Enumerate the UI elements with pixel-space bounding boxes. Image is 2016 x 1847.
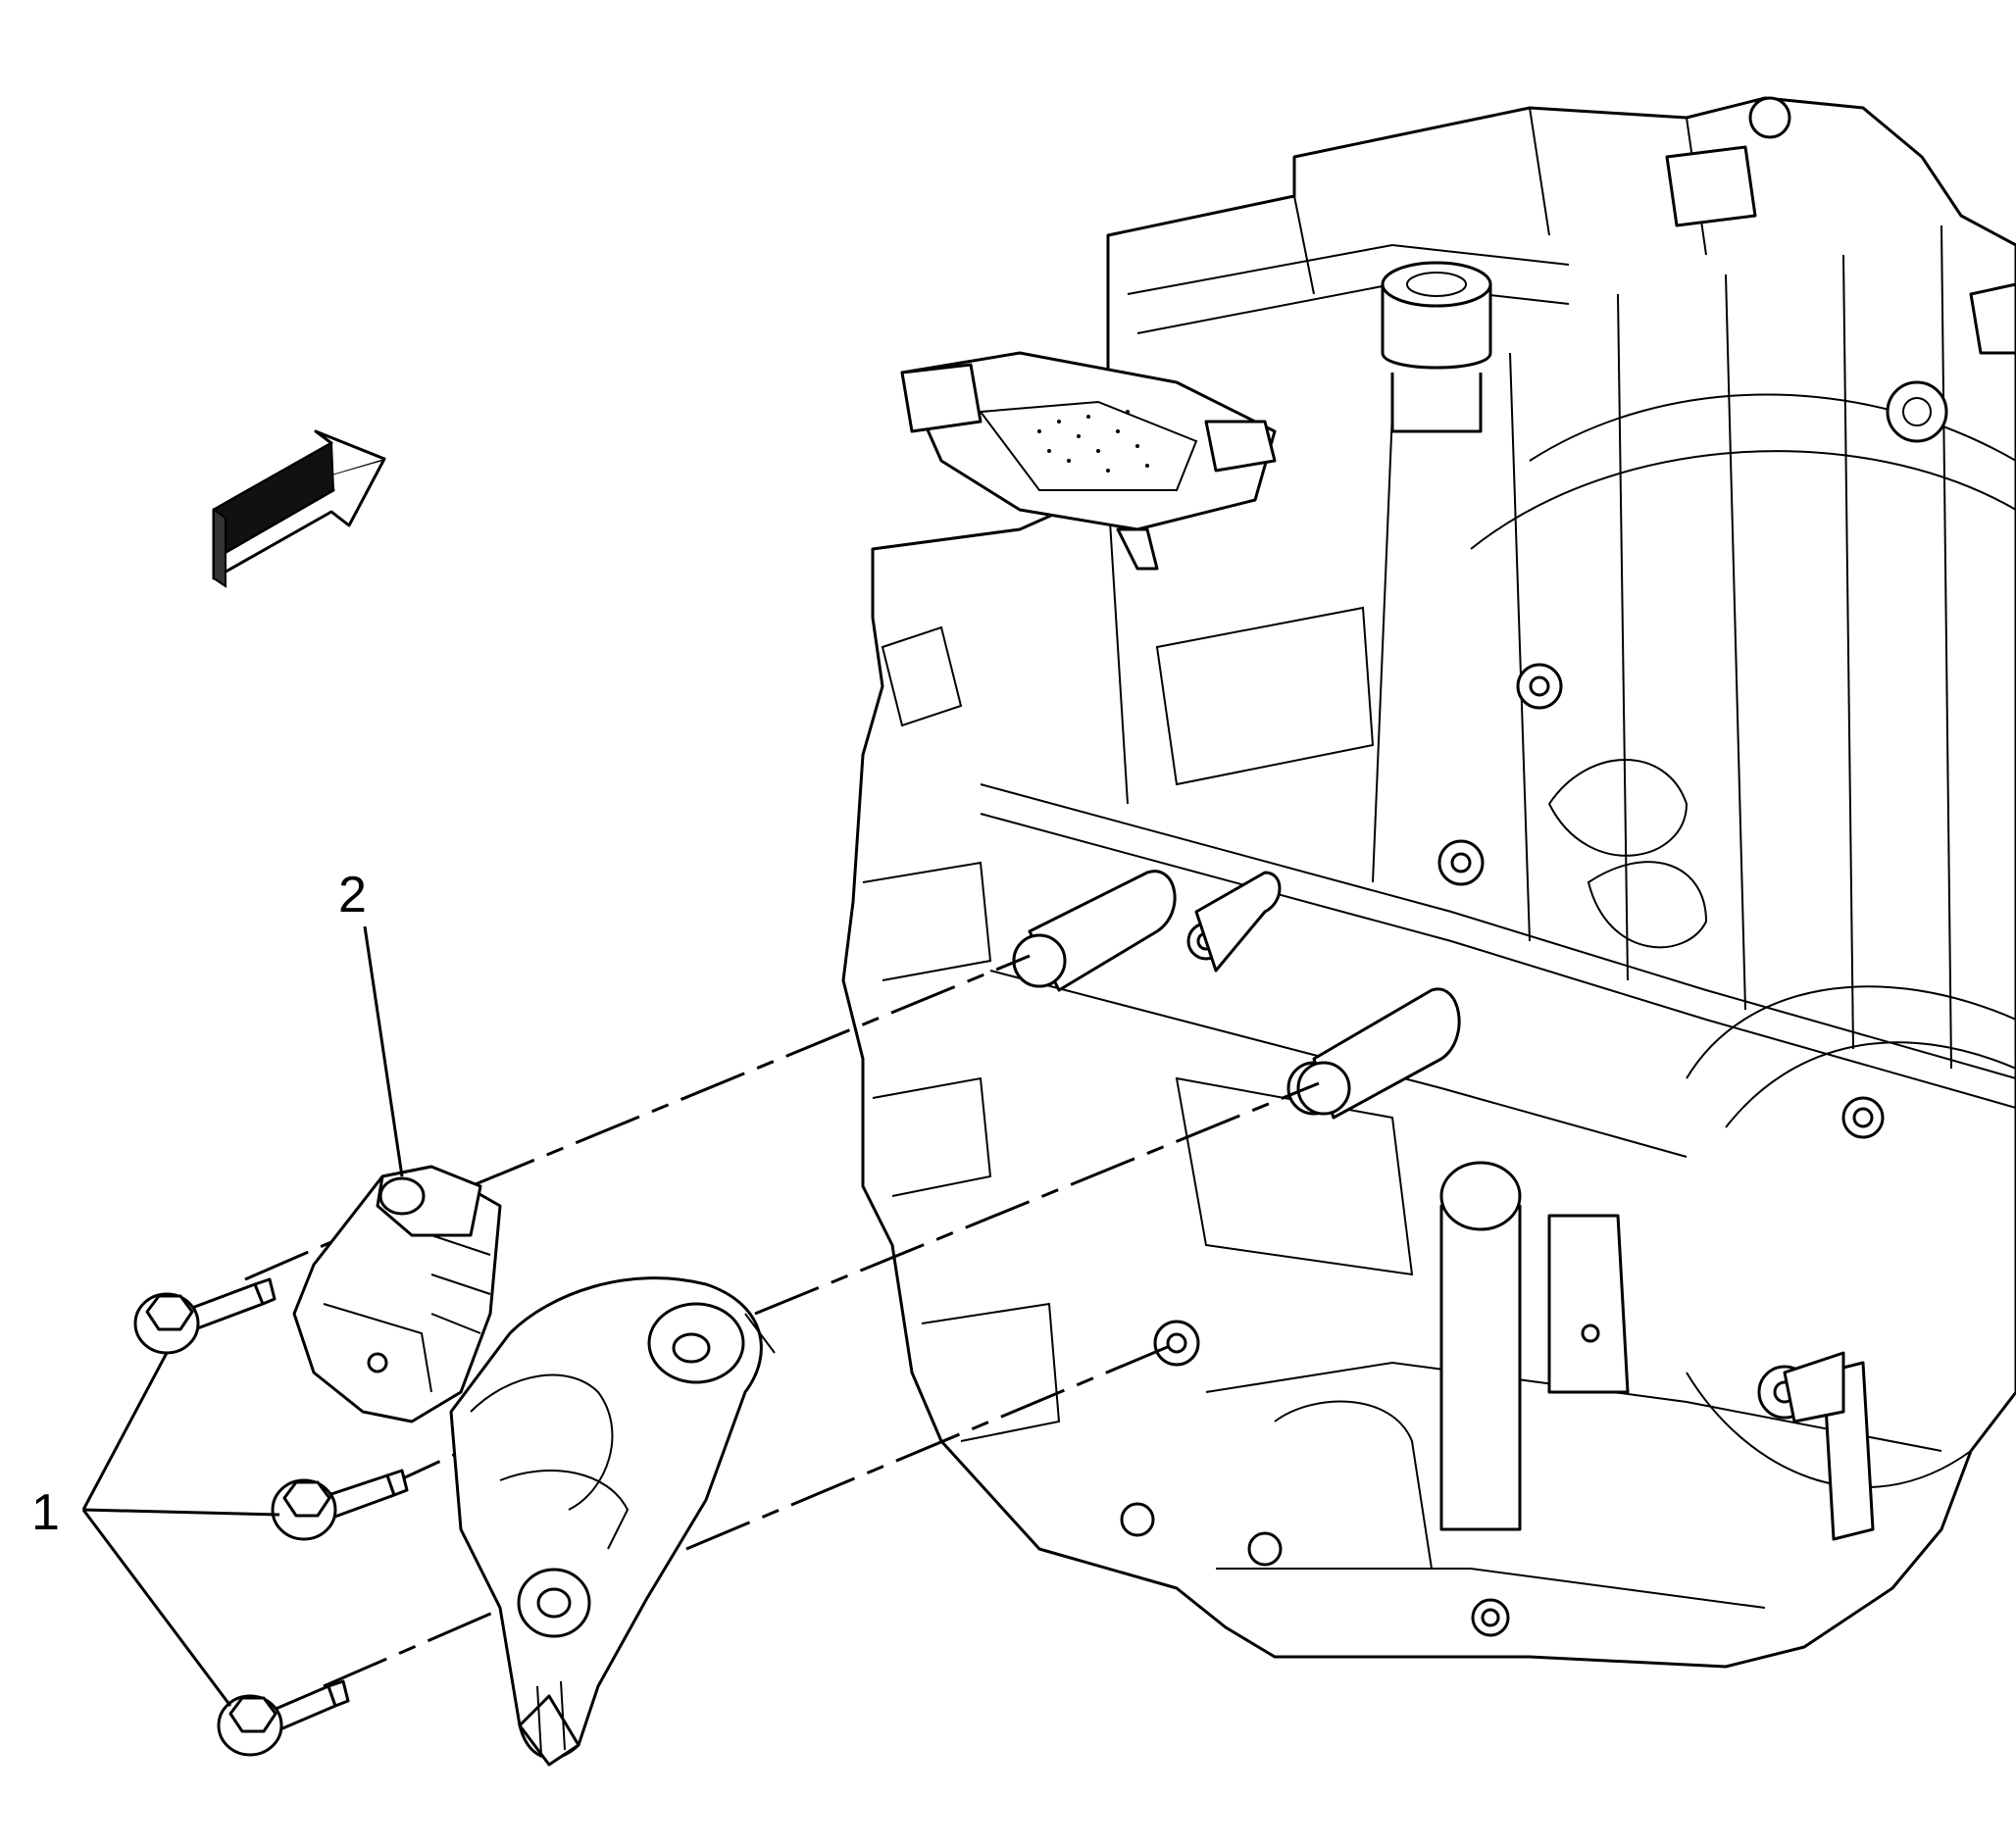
fill-cap	[1381, 261, 1492, 433]
transmission-mount-bracket	[449, 1276, 776, 1767]
bolt-upper	[133, 1277, 277, 1355]
callout-2-label: 2	[338, 867, 367, 924]
callout-2-leader	[363, 925, 404, 1177]
speed-sensor-connector	[1783, 1351, 1875, 1541]
mounting-studs	[1012, 870, 1461, 1120]
callout-1-leaders	[81, 1352, 280, 1707]
transmission-assembly	[841, 96, 2016, 1669]
range-sensor-module	[900, 351, 1277, 571]
bolt-middle	[271, 1469, 409, 1541]
transmission-mount-isolator	[292, 1165, 502, 1423]
callout-1-label: 1	[31, 1484, 60, 1541]
bolt-lower	[217, 1679, 350, 1757]
view-direction-arrow-icon	[212, 429, 386, 588]
